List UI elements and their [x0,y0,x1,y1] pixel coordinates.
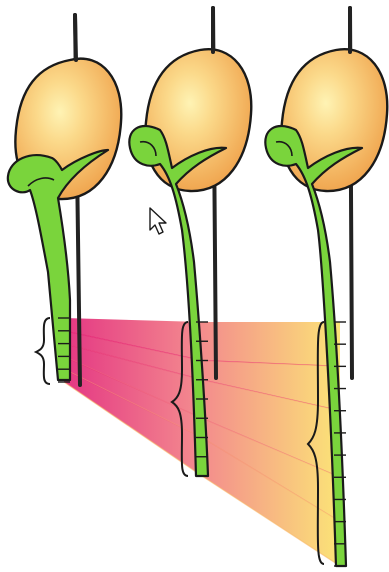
arrow-cursor-icon [150,208,166,234]
seed-stage-3 [281,49,387,191]
bracket-stage-1 [36,318,50,384]
seed-stage-2 [145,49,251,191]
